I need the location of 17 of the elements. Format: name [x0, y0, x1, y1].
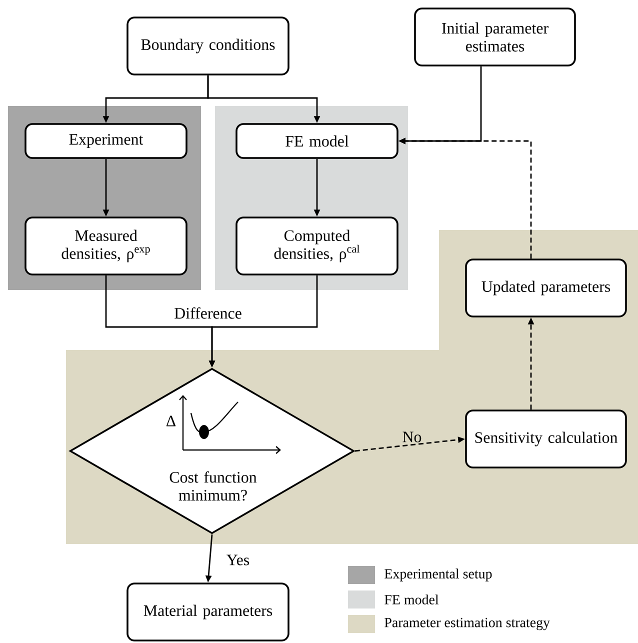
process-box: Updated parameters [465, 258, 627, 318]
process-box: Measured densities, ρ$^{exp}$ [24, 216, 188, 276]
axis-label: Δ [166, 416, 176, 426]
edge-label: Yes [226, 554, 250, 566]
edge-label: Difference [174, 307, 242, 319]
legend-label: FE model [384, 594, 439, 604]
process-box: Material parameters [126, 582, 290, 642]
process-box: FE model [236, 123, 398, 159]
process-box: Boundary conditions [126, 16, 290, 76]
process-box: Experiment [24, 123, 188, 159]
legend-label: Parameter estimation strategy [384, 618, 550, 630]
process-box: Computed densities, ρ$^{cal}$ [236, 216, 398, 276]
edge-label: No [402, 432, 422, 442]
legend-label: Experimental setup [384, 568, 492, 582]
process-box: Sensitivity calculation [465, 410, 627, 468]
process-box: Initial parameter estimates [414, 8, 576, 66]
decision-text: Cost function minimum? [170, 471, 257, 501]
